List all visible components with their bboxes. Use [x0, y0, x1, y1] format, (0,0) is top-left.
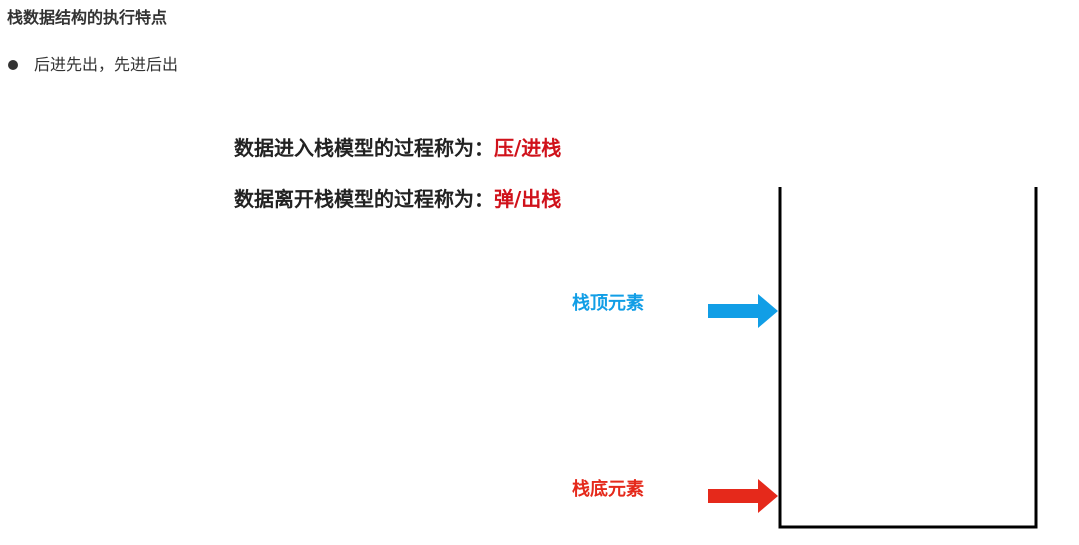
- stack-top-arrow-icon: [708, 294, 778, 328]
- section-heading: 栈数据结构的执行特点: [7, 8, 168, 27]
- bullet-item: 后进先出，先进后出: [8, 54, 178, 76]
- bullet-dot-icon: [8, 60, 18, 70]
- stack-top-label: 栈顶元素: [572, 293, 644, 314]
- push-definition-prefix: 数据进入栈模型的过程称为：: [234, 136, 494, 160]
- stack-container: [778, 187, 1038, 529]
- stack-bottom-arrow-icon: [708, 479, 778, 513]
- stack-bottom-label: 栈底元素: [572, 479, 644, 500]
- pop-term: 弹/出栈: [494, 187, 562, 211]
- pop-definition: 数据离开栈模型的过程称为：弹/出栈: [234, 186, 561, 212]
- pop-definition-prefix: 数据离开栈模型的过程称为：: [234, 187, 494, 211]
- bullet-text: 后进先出，先进后出: [34, 55, 179, 74]
- push-term: 压/进栈: [494, 136, 562, 160]
- push-definition: 数据进入栈模型的过程称为：压/进栈: [234, 135, 561, 161]
